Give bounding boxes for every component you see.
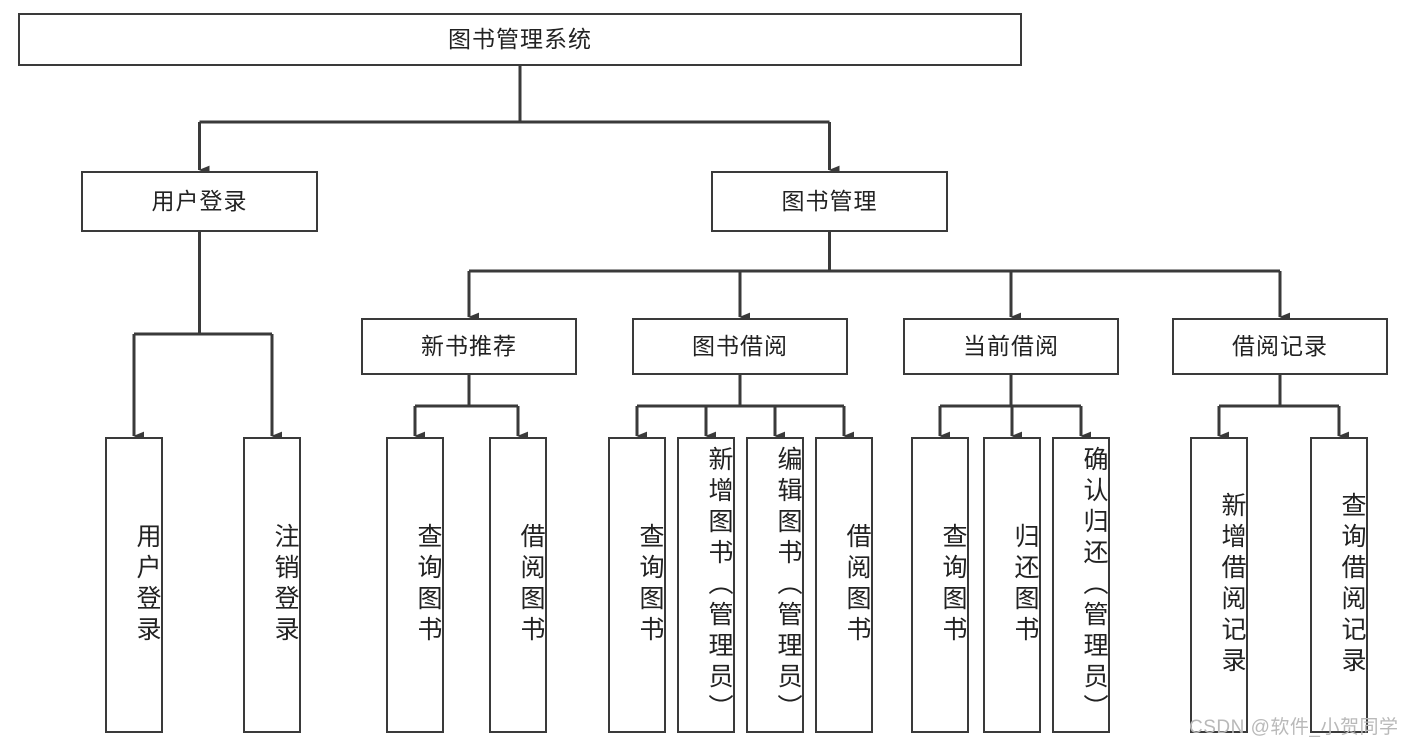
node-leaf-query-book-2[interactable]: 查询图书 xyxy=(608,437,666,733)
node-leaf-add-book[interactable]: 新增图书（管理员） xyxy=(677,437,735,733)
node-label: 图书借阅 xyxy=(692,332,788,359)
node-leaf-user-login[interactable]: 用户登录 xyxy=(105,437,163,733)
node-leaf-confirm-return[interactable]: 确认归还（管理员） xyxy=(1052,437,1110,733)
node-label: 查询借阅记录 xyxy=(1338,492,1366,678)
node-label: 借阅图书 xyxy=(517,523,545,647)
node-label: 用户登录 xyxy=(151,187,248,214)
node-leaf-query-record[interactable]: 查询借阅记录 xyxy=(1310,437,1368,733)
node-leaf-query-book-3[interactable]: 查询图书 xyxy=(911,437,969,733)
node-user-login[interactable]: 用户登录 xyxy=(81,171,318,232)
node-leaf-borrow-book-2[interactable]: 借阅图书 xyxy=(815,437,873,733)
node-root[interactable]: 图书管理系统 xyxy=(18,13,1022,66)
node-book-manage[interactable]: 图书管理 xyxy=(711,171,948,232)
node-label: 归还图书 xyxy=(1011,523,1039,647)
node-label: 确认归还（管理员） xyxy=(1080,445,1108,725)
node-label: 查询图书 xyxy=(939,523,967,647)
node-label: 注销登录 xyxy=(271,523,299,647)
node-label: 编辑图书（管理员） xyxy=(774,445,802,725)
node-label: 借阅记录 xyxy=(1232,332,1328,359)
node-leaf-query-book-1[interactable]: 查询图书 xyxy=(386,437,444,733)
node-leaf-borrow-book-1[interactable]: 借阅图书 xyxy=(489,437,547,733)
node-label: 图书管理 xyxy=(781,187,878,214)
node-label: 新增借阅记录 xyxy=(1218,492,1246,678)
node-leaf-user-logout[interactable]: 注销登录 xyxy=(243,437,301,733)
node-leaf-add-record[interactable]: 新增借阅记录 xyxy=(1190,437,1248,733)
node-book-borrow[interactable]: 图书借阅 xyxy=(632,318,848,375)
node-label: 查询图书 xyxy=(636,523,664,647)
node-new-book-recommend[interactable]: 新书推荐 xyxy=(361,318,577,375)
node-leaf-edit-book[interactable]: 编辑图书（管理员） xyxy=(746,437,804,733)
node-label: 借阅图书 xyxy=(843,523,871,647)
node-label: 查询图书 xyxy=(414,523,442,647)
node-leaf-return-book[interactable]: 归还图书 xyxy=(983,437,1041,733)
node-label: 图书管理系统 xyxy=(448,25,592,52)
node-label: 新增图书（管理员） xyxy=(705,445,733,725)
node-borrow-record[interactable]: 借阅记录 xyxy=(1172,318,1388,375)
node-current-borrow[interactable]: 当前借阅 xyxy=(903,318,1119,375)
node-label: 当前借阅 xyxy=(963,332,1059,359)
node-label: 新书推荐 xyxy=(421,332,517,359)
node-label: 用户登录 xyxy=(133,523,161,647)
